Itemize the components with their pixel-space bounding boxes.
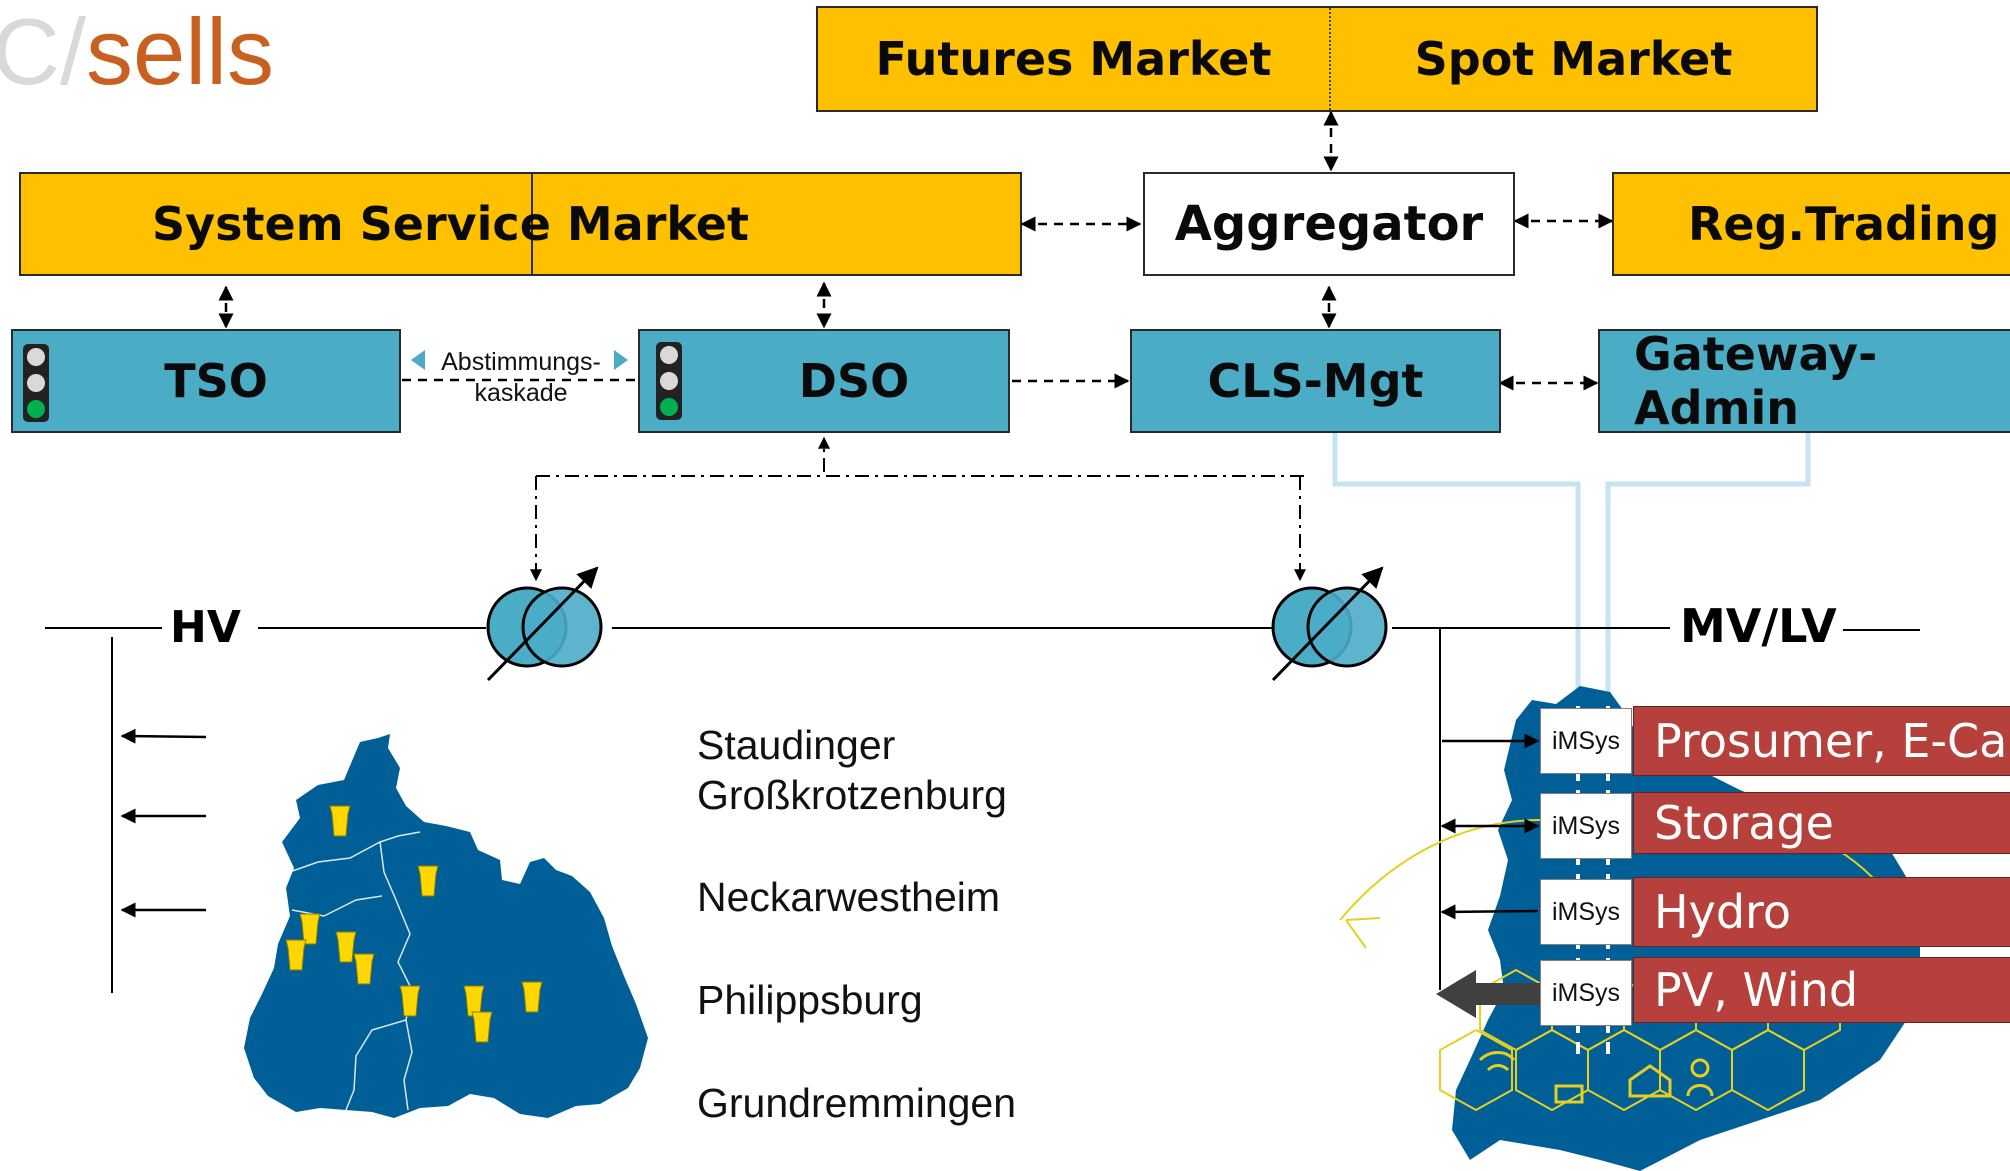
plant-grundremmingen: Grundremmingen bbox=[697, 1080, 1017, 1126]
transformer-mv bbox=[1271, 566, 1388, 682]
logo-prefix: C/ bbox=[0, 0, 86, 104]
plant-grosskrotzenburg: Großkrotzenburg bbox=[697, 772, 1007, 818]
consumer-hydro: Hydro bbox=[1633, 877, 2010, 947]
logo: C/sells bbox=[0, 2, 274, 102]
energy-market-box bbox=[816, 6, 1818, 112]
coordination-cascade-label: Abstimmungs- kaskade bbox=[426, 347, 616, 409]
spot-market: Spot Market bbox=[1331, 8, 1816, 110]
hv-feed-arrows bbox=[120, 728, 207, 918]
plant-philippsburg: Philippsburg bbox=[697, 977, 923, 1023]
market-divider bbox=[1329, 8, 1331, 110]
traffic-light-icon bbox=[23, 344, 49, 422]
cascade-line1: Abstimmungs- bbox=[441, 348, 601, 376]
grid-line bbox=[45, 627, 1920, 993]
power-plant-icons bbox=[285, 805, 543, 1043]
cascade-line2: kaskade bbox=[474, 379, 568, 407]
system-service-market-right bbox=[531, 172, 1022, 276]
cls-mgt-label: CLS-Mgt bbox=[1207, 354, 1424, 408]
control-lines bbox=[530, 436, 1309, 582]
imsys-box: iMSys bbox=[1540, 879, 1632, 945]
system-service-market-label: System Service Market bbox=[152, 197, 749, 251]
gateway-admin: Gateway-Admin bbox=[1598, 327, 2010, 435]
dashed-arrows bbox=[218, 110, 1614, 391]
cls-mgt: CLS-Mgt bbox=[1130, 329, 1501, 433]
logo-word: sells bbox=[86, 0, 275, 104]
mvlv-feed-arrows bbox=[1440, 733, 1540, 920]
pv-wind-feed-arrow bbox=[1436, 970, 1540, 1018]
imsys-box: iMSys bbox=[1540, 793, 1632, 859]
reg-trading-label: Reg.Trading bbox=[1688, 197, 2000, 251]
consumer-prosumer-ecar: Prosumer, E-Car bbox=[1633, 706, 2010, 776]
cls-signal-lines bbox=[1332, 432, 1811, 706]
tso: TSO bbox=[11, 329, 401, 433]
aggregator-label: Aggregator bbox=[1174, 196, 1484, 252]
hv-label: HV bbox=[170, 602, 241, 653]
spot-market-label: Spot Market bbox=[1414, 32, 1733, 86]
dso-label: DSO bbox=[798, 354, 910, 408]
system-service-market: System Service Market bbox=[19, 172, 1022, 276]
traffic-light-icon bbox=[656, 342, 682, 420]
plant-staudinger: Staudinger bbox=[697, 722, 896, 768]
power-plant-list: Staudinger Großkrotzenburg Neckarwesthei… bbox=[697, 0, 1097, 1171]
bw-map-left bbox=[244, 734, 648, 1118]
plant-neckarwestheim: Neckarwestheim bbox=[697, 874, 1001, 920]
futures-market: Futures Market bbox=[818, 8, 1329, 110]
consumer-storage: Storage bbox=[1633, 792, 2010, 854]
imsys-box: iMSys bbox=[1540, 708, 1632, 774]
imsys-box: iMSys bbox=[1540, 960, 1632, 1026]
transformer-hv bbox=[486, 566, 603, 682]
tso-label: TSO bbox=[164, 354, 268, 408]
cascade-right-arrow bbox=[614, 350, 628, 370]
mvlv-label: MV/LV bbox=[1680, 598, 1837, 654]
consumer-pv-wind: PV, Wind bbox=[1633, 957, 2010, 1023]
cascade-left-arrow bbox=[411, 350, 425, 370]
reg-trading: Reg.Trading bbox=[1612, 172, 2010, 276]
system-service-market-left bbox=[19, 172, 533, 276]
aggregator: Aggregator bbox=[1143, 172, 1515, 276]
dso: DSO bbox=[638, 329, 1010, 433]
gateway-admin-label: Gateway-Admin bbox=[1634, 327, 1878, 435]
futures-market-label: Futures Market bbox=[875, 32, 1272, 86]
